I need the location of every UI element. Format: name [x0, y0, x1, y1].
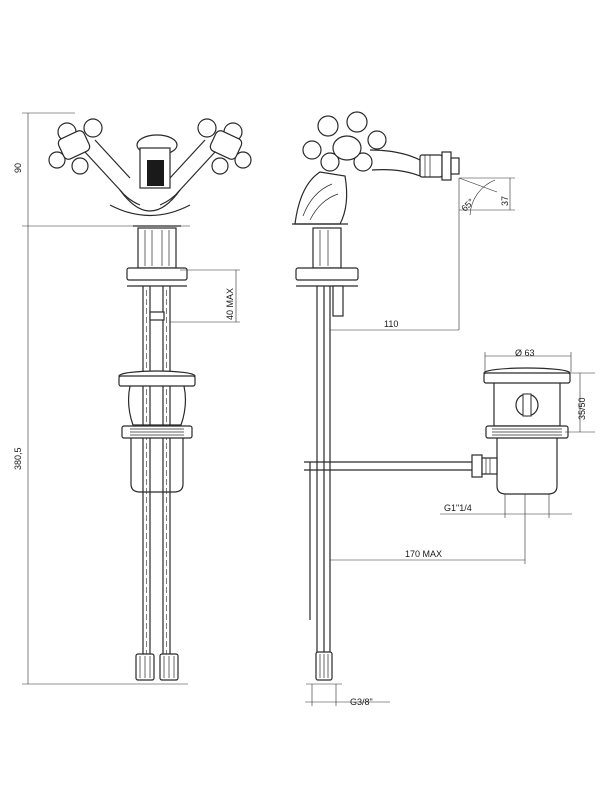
side-hoses [304, 285, 472, 655]
dim-supply-thread: G3/8" [350, 697, 373, 707]
dim-angle: 65° [459, 196, 476, 213]
side-stem [295, 227, 359, 287]
front-bottom-connectors [130, 653, 188, 685]
front-left-cross-handle [48, 118, 141, 206]
front-view: 90 380,5 40 MAX [13, 112, 252, 685]
front-dimension-lines [22, 112, 240, 685]
front-central-body [109, 134, 191, 227]
dim-height-head: 90 [13, 163, 23, 173]
front-stem [126, 227, 188, 287]
side-body [292, 171, 348, 225]
front-drain-assembly [118, 370, 196, 493]
dim-total-height: 380,5 [13, 447, 23, 470]
side-cross-handle [302, 111, 387, 172]
dim-spout-drop: 37 [500, 196, 510, 206]
side-bottom-connector [305, 651, 390, 706]
dim-reach: 110 [384, 319, 398, 329]
front-hoses [142, 286, 171, 670]
dim-waste-thread: G1"1/4 [444, 503, 472, 513]
waste-valve-detail [330, 352, 595, 564]
side-view: 110 37 65° G3/8" [292, 111, 515, 707]
dim-waste-diameter: Ø 63 [515, 348, 535, 358]
side-dimension-lines [330, 177, 515, 331]
dim-rod-length: 170 MAX [405, 549, 442, 559]
dim-shank-length: 40 MAX [225, 288, 235, 320]
front-right-cross-handle [159, 118, 252, 206]
dim-waste-height: 35/50 [577, 397, 587, 420]
side-spout [369, 149, 460, 181]
